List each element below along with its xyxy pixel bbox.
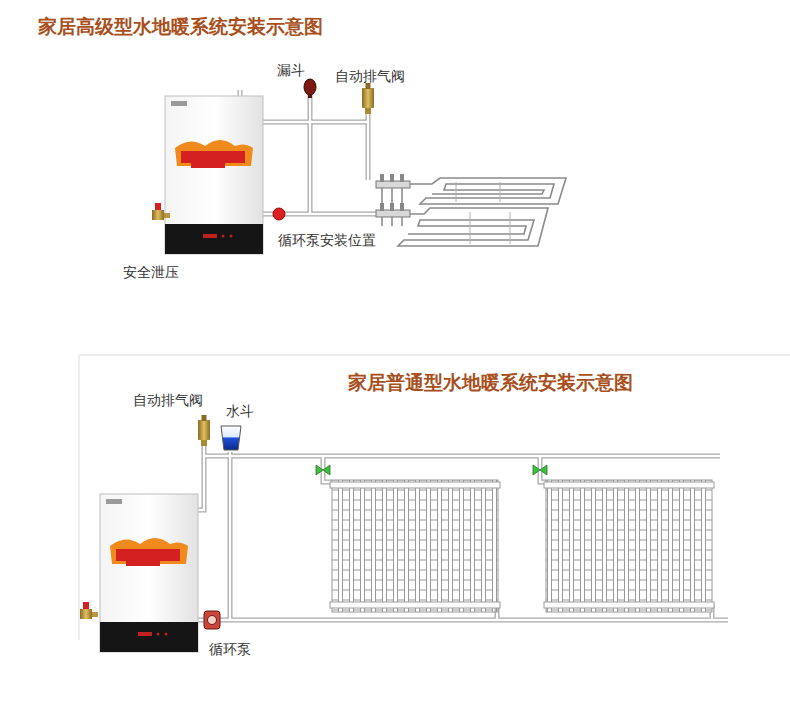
radiator <box>330 480 500 612</box>
pipe-network <box>198 446 728 620</box>
part-label: 水斗 <box>226 402 254 420</box>
floor-heating-coil <box>398 178 566 246</box>
diagram-title: 家居高级型水地暖系统安装示意图 <box>38 14 323 38</box>
circulation-pump <box>204 611 220 629</box>
boiler <box>165 96 263 254</box>
part-label: 安全泄压 <box>123 263 179 281</box>
part-label: 循环泵 <box>209 640 251 658</box>
safety-valve <box>80 602 98 619</box>
manifold <box>376 174 410 226</box>
pump-position-dot <box>273 208 285 220</box>
air-vent-valve <box>198 415 210 446</box>
radiator <box>544 480 714 612</box>
part-label: 循环泵安装位置 <box>278 231 376 249</box>
part-label: 自动排气阀 <box>335 67 405 85</box>
boiler <box>100 494 198 652</box>
section-title: 家居普通型水地暖系统安装示意图 <box>348 370 633 394</box>
funnel <box>304 79 316 98</box>
part-label: 漏斗 <box>277 61 305 79</box>
part-label: 自动排气阀 <box>133 391 203 409</box>
safety-valve <box>152 203 170 220</box>
radiator-valve <box>316 465 547 475</box>
air-vent-valve <box>362 83 374 114</box>
water-bucket <box>221 426 241 450</box>
